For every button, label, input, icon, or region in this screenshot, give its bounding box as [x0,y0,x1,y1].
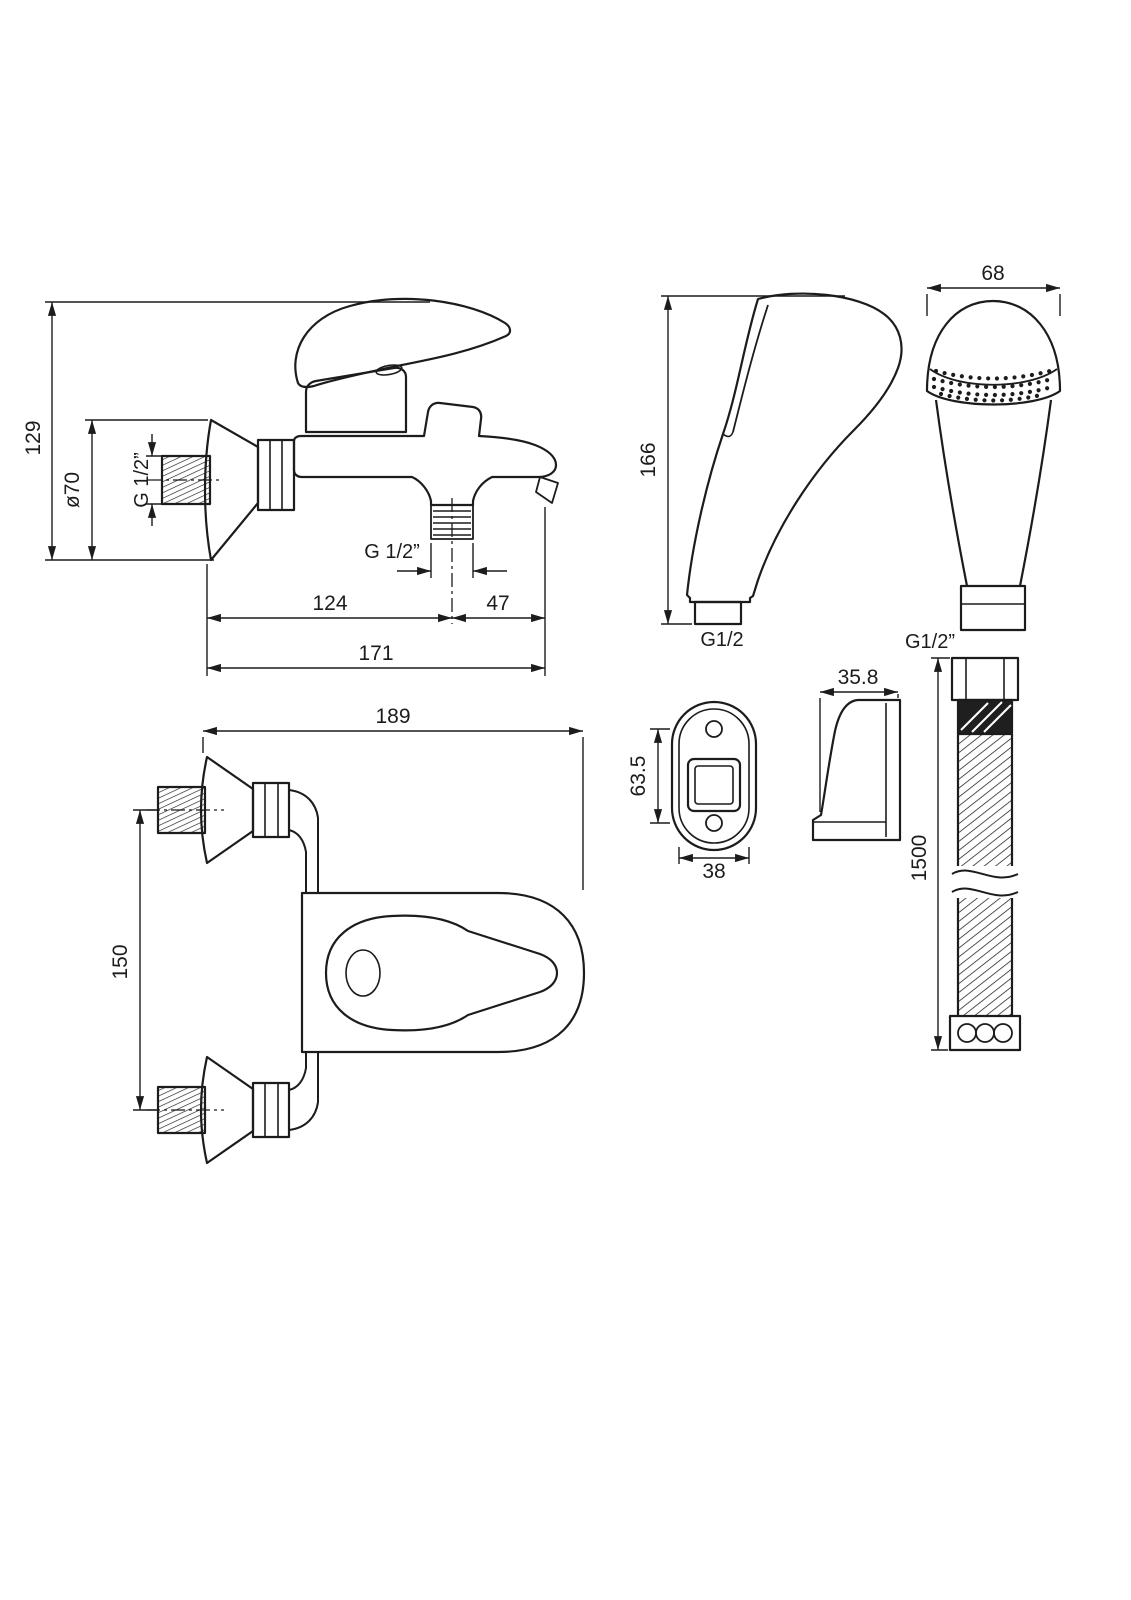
diverter-tab [535,476,559,504]
dim-label-diameter: ø70 [61,472,84,508]
label-wall-thread: G 1/2” [131,452,153,508]
handset-front-view: 68 [925,262,1062,632]
shower-hose-view: G1/2” 1500 [905,631,1022,1052]
handset-face-base [722,431,734,438]
wall-hex-nut [256,438,296,512]
handset-side-view: 166 G1/2 [637,292,903,651]
dim-label-63-5: 63.5 [627,756,650,797]
bracket-screw-hole-top [705,720,723,738]
handle-cap-detail [345,949,381,997]
handset-end-cap [959,584,1027,632]
spray-holes [931,368,1055,403]
upper-hex-nut [251,781,291,839]
lower-connector-pipe [288,1052,319,1131]
faucet-front-body [300,891,586,1054]
hose-top-nut [950,656,1020,702]
dim-label-171: 171 [358,642,393,665]
bracket-opening-inner [694,765,734,805]
hose-dimensions [931,657,950,1051]
hose-break-line-1 [951,869,1019,879]
bracket-outer [670,700,758,852]
bracket-opening-outer [686,757,742,813]
bracket-side-dimensions [819,687,899,812]
wall-bracket-front-view: 63.5 38 [627,700,758,883]
dim-label-124: 124 [312,592,347,615]
bracket-inner [678,708,750,844]
faucet-front-handle [324,914,559,1032]
handset-dome [925,299,1062,406]
dim-label-189: 189 [375,705,410,728]
faucet-body [292,401,558,507]
faucet-side-dimensions [45,301,546,676]
handset-connector [693,600,743,626]
dim-label-47: 47 [486,592,509,615]
label-hose-thread: G1/2” [905,631,955,653]
handle-pivot-detail [375,364,403,376]
dim-label-166: 166 [637,442,660,477]
faucet-cartridge-housing [304,366,408,434]
upper-escutcheon [199,755,255,865]
bracket-front-dimensions [650,728,750,864]
label-handset-thread: G1/2 [700,629,743,651]
bracket-side-outline [811,698,902,842]
wall-bracket-side-view: 35.8 [811,666,902,842]
dim-label-35-8: 35.8 [838,666,879,689]
handset-face-edge [929,368,1058,386]
hose-bottom-fitting [948,1014,1022,1052]
wall-escutcheon [203,418,260,562]
lower-hex-nut [251,1081,291,1139]
handset-face-rim [732,304,769,433]
bracket-screw-hole-bottom [705,814,723,832]
handset-front-dimensions [926,283,1061,316]
dim-label-38: 38 [702,860,725,883]
upper-connector-pipe [288,789,319,893]
hose-body-lower [958,898,1012,1016]
dim-label-1500: 1500 [908,835,931,882]
lower-escutcheon [199,1055,255,1165]
dim-label-68: 68 [981,262,1004,285]
faucet-side-view: 129 ø70 G 1/2” G 1/2” 124 47 171 [22,297,559,676]
handset-side-dimensions [661,295,845,625]
faucet-front-dimensions [133,726,584,1111]
dim-label-150: 150 [109,944,132,979]
hose-break-line-2 [951,887,1019,897]
dim-label-height: 129 [22,420,45,455]
label-spout-thread: G 1/2” [364,541,420,563]
upper-thread-pipe [156,785,207,835]
lower-thread-pipe [156,1085,207,1135]
handset-side-outline [685,292,903,604]
handset-taper-right [1018,399,1053,587]
hose-body-upper [958,734,1012,866]
faucet-front-view: 189 150 [109,705,586,1165]
faucet-handle [294,297,512,389]
handset-taper-left [934,399,969,587]
